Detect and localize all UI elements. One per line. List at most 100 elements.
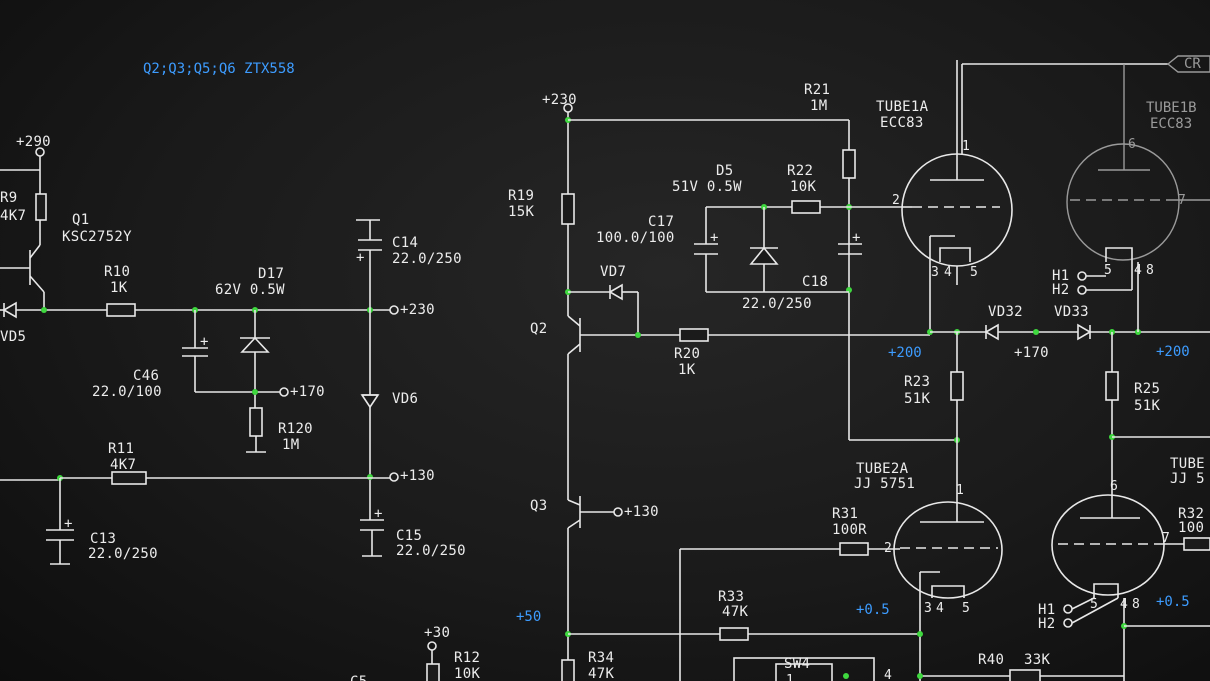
svg-text:H1: H1 xyxy=(1038,602,1055,618)
svg-text:1K: 1K xyxy=(678,362,696,378)
svg-text:4: 4 xyxy=(1134,263,1142,278)
q1-label: Q1 xyxy=(72,212,89,228)
resistor-r31 xyxy=(839,542,869,556)
resistor-r23 xyxy=(950,371,964,401)
svg-text:51K: 51K xyxy=(904,391,930,407)
svg-text:6: 6 xyxy=(1110,479,1118,494)
svg-text:+: + xyxy=(852,230,861,246)
svg-text:KSC2752Y: KSC2752Y xyxy=(62,229,132,245)
resistor-r34 xyxy=(561,659,575,681)
terminal xyxy=(1063,618,1073,628)
svg-text:R40: R40 xyxy=(978,652,1004,668)
svg-text:ECC83: ECC83 xyxy=(1150,116,1192,132)
svg-text:+: + xyxy=(64,516,73,532)
resistor-r25 xyxy=(1105,371,1119,401)
svg-text:TUBE1A: TUBE1A xyxy=(876,99,929,115)
svg-text:+0.5: +0.5 xyxy=(856,602,890,618)
svg-text:TUBE1B: TUBE1B xyxy=(1146,100,1197,116)
svg-text:CR: CR xyxy=(1184,56,1201,72)
resistor-r9 xyxy=(35,193,47,221)
svg-text:100: 100 xyxy=(1178,520,1204,536)
svg-text:100.0/100: 100.0/100 xyxy=(596,230,675,246)
svg-text:22.0/250: 22.0/250 xyxy=(742,296,812,312)
svg-text:R120: R120 xyxy=(278,421,313,437)
svg-text:4: 4 xyxy=(1120,597,1128,612)
svg-text:+0.5: +0.5 xyxy=(1156,594,1190,610)
svg-text:JJ 5: JJ 5 xyxy=(1170,471,1205,487)
svg-text:C18: C18 xyxy=(802,274,828,290)
svg-text:22.0/250: 22.0/250 xyxy=(392,251,462,267)
svg-text:ECC83: ECC83 xyxy=(880,115,924,131)
svg-text:3: 3 xyxy=(924,601,932,616)
svg-text:VD5: VD5 xyxy=(0,329,26,345)
resistor-r20 xyxy=(679,328,709,342)
svg-text:+50: +50 xyxy=(516,609,541,625)
svg-text:VD33: VD33 xyxy=(1054,304,1089,320)
resistor-r120 xyxy=(249,407,263,437)
terminal xyxy=(1077,285,1087,295)
svg-text:2: 2 xyxy=(884,541,892,556)
resistor-r19 xyxy=(561,193,575,225)
svg-text:C13: C13 xyxy=(90,531,116,547)
svg-text:1K: 1K xyxy=(110,280,128,296)
svg-text:+170: +170 xyxy=(1014,345,1049,361)
svg-text:R11: R11 xyxy=(108,441,134,457)
svg-text:VD6: VD6 xyxy=(392,391,418,407)
svg-text:100R: 100R xyxy=(832,522,867,538)
svg-text:C14: C14 xyxy=(392,235,418,251)
svg-text:+200: +200 xyxy=(1156,344,1190,360)
svg-text:JJ 5751: JJ 5751 xyxy=(854,476,915,492)
svg-text:1: 1 xyxy=(962,139,970,154)
svg-text:SW4: SW4 xyxy=(784,656,810,672)
svg-text:R33: R33 xyxy=(718,589,744,605)
transistor-note: Q2;Q3;Q5;Q6 ZTX558 xyxy=(143,61,295,77)
svg-text:R21: R21 xyxy=(804,82,830,98)
svg-text:2: 2 xyxy=(892,193,900,208)
resistor-r12 xyxy=(426,663,440,681)
svg-text:5: 5 xyxy=(970,265,978,280)
vacuum-tube-2b xyxy=(1051,494,1165,596)
svg-text:4K7: 4K7 xyxy=(0,208,26,224)
svg-text:7: 7 xyxy=(1162,531,1170,546)
svg-text:3: 3 xyxy=(931,265,939,280)
vacuum-tube-2a xyxy=(893,501,1003,599)
svg-text:R34: R34 xyxy=(588,650,614,666)
zener-d17 xyxy=(240,336,270,353)
terminal xyxy=(389,305,399,315)
svg-text:+230: +230 xyxy=(400,302,435,318)
svg-text:+: + xyxy=(374,506,383,522)
svg-text:+: + xyxy=(356,250,365,266)
svg-text:H2: H2 xyxy=(1052,282,1069,298)
svg-text:47K: 47K xyxy=(588,666,614,681)
svg-text:R31: R31 xyxy=(832,506,858,522)
svg-text:R22: R22 xyxy=(787,163,813,179)
svg-text:H2: H2 xyxy=(1038,616,1055,632)
resistor-r32 xyxy=(1183,537,1210,551)
svg-text:1M: 1M xyxy=(282,437,299,453)
svg-text:4: 4 xyxy=(944,265,952,280)
svg-text:+130: +130 xyxy=(400,468,435,484)
svg-text:R25: R25 xyxy=(1134,381,1160,397)
resistor-r11 xyxy=(111,471,147,485)
svg-text:R9: R9 xyxy=(0,190,17,206)
svg-text:5: 5 xyxy=(1090,597,1098,612)
svg-text:R10: R10 xyxy=(104,264,130,280)
svg-text:8: 8 xyxy=(1146,263,1154,278)
svg-text:4K7: 4K7 xyxy=(110,457,136,473)
svg-text:6: 6 xyxy=(1128,137,1136,152)
connector-cr xyxy=(1166,55,1210,73)
svg-text:C17: C17 xyxy=(648,214,674,230)
svg-text:4: 4 xyxy=(884,668,892,681)
svg-text:51V 0.5W: 51V 0.5W xyxy=(672,179,742,195)
diode-vd7 xyxy=(608,283,623,301)
svg-text:R32: R32 xyxy=(1178,506,1204,522)
switch-sw4 xyxy=(733,657,875,681)
resistor-r40 xyxy=(1009,669,1041,681)
svg-text:R19: R19 xyxy=(508,188,534,204)
svg-text:1M: 1M xyxy=(810,98,827,114)
terminal xyxy=(1077,271,1087,281)
diode-vd32 xyxy=(984,323,999,341)
svg-text:+130: +130 xyxy=(624,504,659,520)
